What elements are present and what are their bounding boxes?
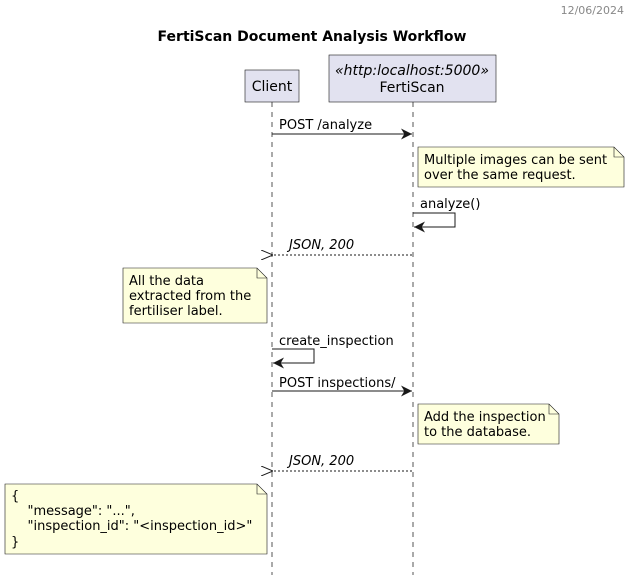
- message-analyze-self: analyze(): [413, 197, 480, 233]
- message-post-inspections: POST inspections/: [272, 376, 412, 397]
- note-extracted-data: All the data extracted from the fertilis…: [122, 267, 268, 324]
- message-label: JSON, 200: [286, 238, 354, 253]
- note-json-response: { "message": "...", "inspection_id": "<i…: [4, 483, 268, 555]
- diagram-title: FertiScan Document Analysis Workflow: [158, 29, 467, 45]
- note-line: {: [11, 489, 19, 504]
- participant-fertiscan: «http:localhost:5000» FertiScan: [328, 54, 497, 103]
- participant-label: Client: [252, 79, 293, 95]
- message-post-analyze: POST /analyze: [272, 118, 412, 140]
- note-fold: [256, 268, 267, 279]
- note-add-inspection: Add the inspection to the database.: [417, 403, 560, 445]
- note-line: "inspection_id": "<inspection_id>": [11, 519, 252, 534]
- participant-client: Client: [244, 69, 300, 103]
- note-box: [417, 403, 560, 445]
- note-line: to the database.: [424, 425, 531, 440]
- note-line: fertiliser label.: [129, 304, 223, 319]
- message-json-200-first: JSON, 200: [273, 238, 412, 255]
- note-line: }: [11, 535, 19, 550]
- participant-label: FertiScan: [379, 80, 444, 96]
- note-line: All the data: [129, 274, 204, 289]
- participant-box: [328, 54, 497, 103]
- message-label: POST inspections/: [279, 376, 396, 391]
- participant-box: [244, 69, 300, 103]
- arrow-solid: [272, 348, 315, 369]
- message-label: create_inspection: [279, 334, 394, 349]
- note-fold: [613, 147, 624, 158]
- note-multiple-images: Multiple images can be sent over the sam…: [417, 146, 625, 188]
- message-create-inspection: create_inspection: [272, 334, 394, 369]
- note-line: over the same request.: [424, 168, 576, 183]
- header-date: 12/06/2024: [561, 4, 624, 17]
- message-label: POST /analyze: [279, 118, 372, 133]
- note-fold: [548, 404, 559, 415]
- note-box: [122, 267, 268, 324]
- arrow-solid: [413, 212, 456, 233]
- note-line: Add the inspection: [424, 410, 546, 425]
- note-box: [417, 146, 625, 188]
- message-label: analyze(): [420, 197, 480, 212]
- participant-stereotype: «http:localhost:5000»: [335, 63, 489, 79]
- note-line: "message": "...",: [11, 504, 135, 519]
- note-box: [4, 483, 268, 555]
- message-json-200-second: JSON, 200: [273, 454, 412, 471]
- message-label: JSON, 200: [286, 454, 354, 469]
- note-fold: [256, 484, 267, 495]
- note-line: Multiple images can be sent: [424, 153, 607, 168]
- note-line: extracted from the: [129, 289, 251, 304]
